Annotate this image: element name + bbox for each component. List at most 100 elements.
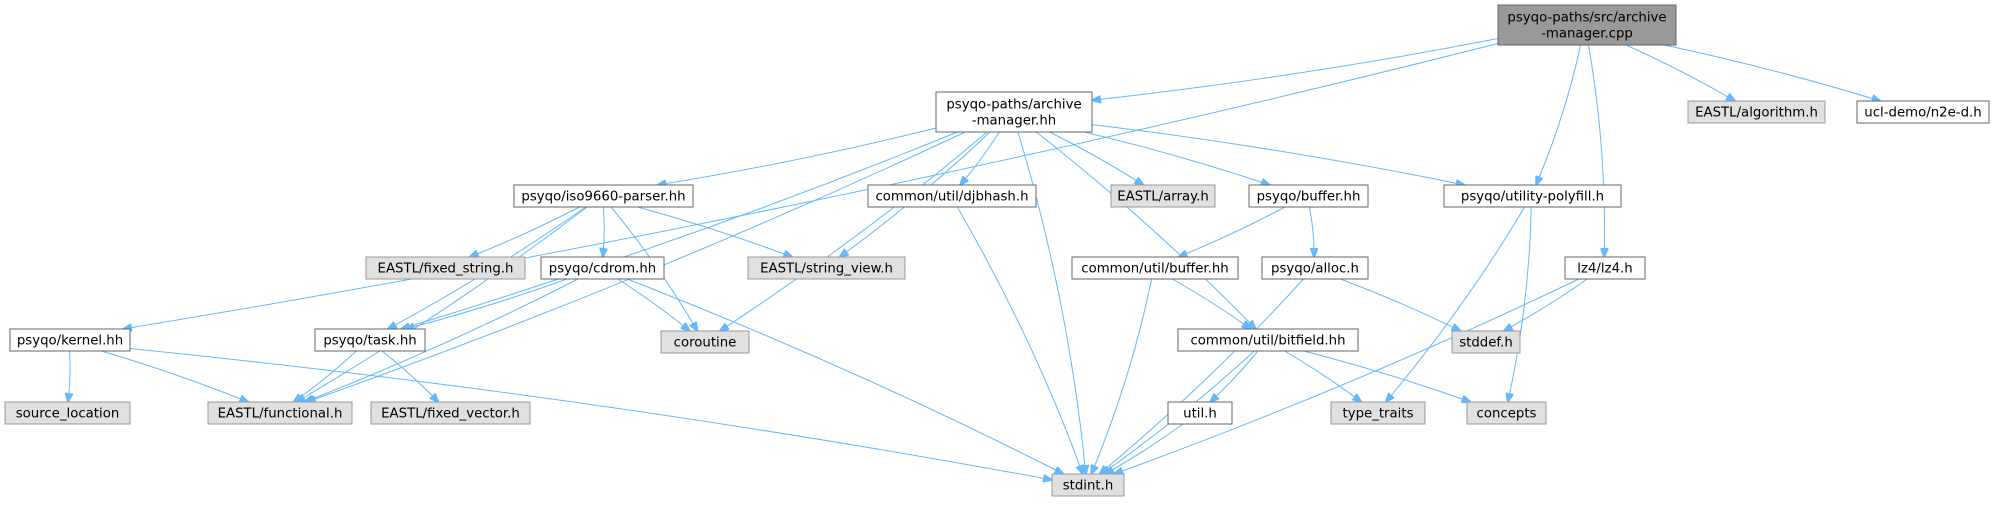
node-fixed-vector[interactable]: EASTL/fixed_vector.h [370,401,531,425]
node-stddef[interactable]: stddef.h [1451,330,1521,354]
node-label: lz4/lz4.h [1577,262,1632,277]
node-archive-hh[interactable]: psyqo-paths/archive-manager.hh [935,91,1093,133]
node-label: psyqo/utility-polyfill.h [1461,190,1604,205]
node-util-buffer[interactable]: common/util/buffer.hh [1071,256,1239,280]
edge-lz4-to-stddef [1504,278,1588,331]
edge-util_buffer-to-stdint [1091,278,1153,474]
node-label: psyqo-paths/archive [946,98,1081,113]
node-buffer-hh[interactable]: psyqo/buffer.hh [1248,184,1369,208]
node-util-h[interactable]: util.h [1167,401,1233,425]
node-source-location[interactable]: source_location [4,401,131,425]
edge-cdrom-to-task [406,278,568,329]
node-label: EASTL/array.h [1117,190,1209,205]
edge-bitfield-to-concepts [1303,350,1471,402]
node-label: coroutine [674,336,737,351]
node-label: type_traits [1342,407,1413,422]
edge-archive_hh-to-iso9660 [657,127,937,185]
node-box [1687,100,1826,124]
edge-archive_cpp-to-kernel [123,43,1499,330]
edge-util_h-to-stdint [1105,423,1184,474]
edge-archive_hh-to-buffer_hh [1083,131,1270,185]
node-box [1451,330,1521,354]
node-box [1051,473,1125,497]
node-label: EASTL/fixed_string.h [378,262,514,277]
edge-cdrom-to-stdint [626,278,1063,474]
node-lz4[interactable]: lz4/lz4.h [1564,256,1646,280]
node-box [1443,184,1622,208]
node-label: psyqo/cdrom.hh [549,262,656,277]
edge-archive_hh-to-task [401,131,958,329]
node-box [660,330,750,354]
node-coroutine[interactable]: coroutine [660,330,750,354]
node-box [1497,4,1677,46]
edge-alloc-to-stddef [1340,278,1460,331]
node-box [1177,328,1359,352]
node-functional[interactable]: EASTL/functional.h [207,401,353,425]
node-bitfield[interactable]: common/util/bitfield.hh [1177,328,1359,352]
edge-archive_hh-to-array [1049,131,1144,185]
node-kernel[interactable]: psyqo/kernel.hh [9,328,131,352]
node-cdrom[interactable]: psyqo/cdrom.hh [540,256,665,280]
node-archive-cpp[interactable]: psyqo-paths/src/archive-manager.cpp [1497,4,1677,46]
node-label: stdint.h [1063,479,1114,494]
node-array[interactable]: EASTL/array.h [1110,184,1216,208]
node-label: util.h [1183,407,1217,422]
edge-buffer_hh-to-alloc [1309,206,1315,257]
edge-archive_cpp-to-lz4 [1588,44,1605,257]
edge-archive_cpp-to-polyfill [1536,44,1582,185]
node-djbhash[interactable]: common/util/djbhash.h [867,184,1037,208]
edge-polyfill-to-concepts [1508,206,1532,402]
edge-archive_cpp-to-algorithm [1625,44,1735,101]
node-type-traits[interactable]: type_traits [1330,401,1426,425]
node-label: EASTL/fixed_vector.h [381,407,520,422]
edge-bitfield-to-util_h [1210,350,1259,402]
node-label: common/util/bitfield.hh [1190,334,1345,349]
node-alloc[interactable]: psyqo/alloc.h [1261,256,1369,280]
edge-kernel-to-stdint [129,348,1052,480]
edge-kernel-to-functional [101,350,249,402]
edge-cdrom-to-coroutine [617,278,690,331]
node-fixed-string[interactable]: EASTL/fixed_string.h [365,256,526,280]
node-label: psyqo/task.hh [323,334,416,349]
node-box [4,401,131,425]
node-box [1856,100,1990,124]
node-box [513,184,694,208]
node-label: EASTL/functional.h [218,407,343,422]
edge-archive_hh-to-djbhash [960,131,1000,185]
node-string-view[interactable]: EASTL/string_view.h [747,256,906,280]
node-layer: psyqo-paths/src/archive-manager.cpppsyqo… [4,4,1990,497]
node-box [1330,401,1426,425]
edge-archive_cpp-to-n2e [1664,44,1880,101]
edge-archive_cpp-to-archive_hh [1092,38,1499,101]
edge-iso9660-to-functional [296,206,588,402]
edge-polyfill-to-type_traits [1386,206,1526,402]
node-box [935,91,1093,133]
node-box [747,256,906,280]
node-box [365,256,526,280]
node-iso9660[interactable]: psyqo/iso9660-parser.hh [513,184,694,208]
node-box [1248,184,1369,208]
node-label: -manager.cpp [1541,27,1633,42]
node-label: psyqo/kernel.hh [17,334,123,349]
edge-lz4-to-stdint [1114,278,1580,474]
node-box [370,401,531,425]
node-box [540,256,665,280]
node-n2e[interactable]: ucl-demo/n2e-d.h [1856,100,1990,124]
node-stdint[interactable]: stdint.h [1051,473,1125,497]
node-task[interactable]: psyqo/task.hh [314,328,426,352]
node-algorithm[interactable]: EASTL/algorithm.h [1687,100,1826,124]
node-polyfill[interactable]: psyqo/utility-polyfill.h [1443,184,1622,208]
edge-task-to-fixed_vector [381,350,438,402]
node-box [314,328,426,352]
edge-iso9660-to-cdrom [603,206,605,257]
node-concepts[interactable]: concepts [1466,401,1547,425]
node-box [1110,184,1216,208]
edge-task-to-functional [294,350,357,402]
edge-layer [68,38,1881,480]
edge-util_buffer-to-bitfield [1172,278,1250,329]
node-box [1261,256,1369,280]
node-label: common/util/djbhash.h [875,190,1028,205]
edge-iso9660-to-string_view [637,206,793,257]
node-label: psyqo-paths/src/archive [1507,11,1666,26]
